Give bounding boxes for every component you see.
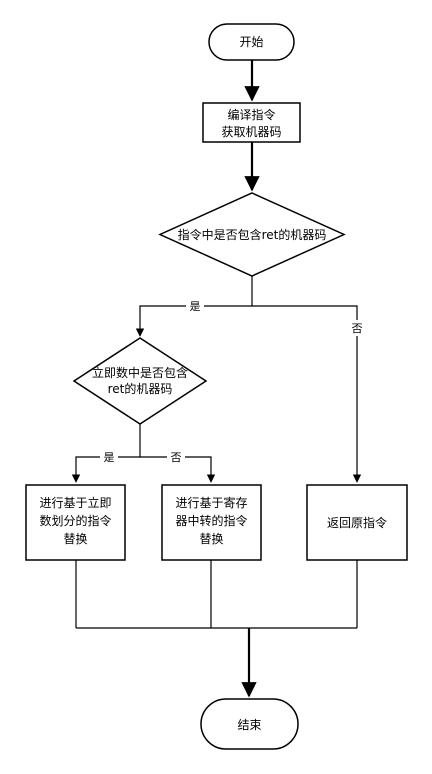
replace-register-node: 进行基于寄存 器中转的指令 替换 <box>161 484 262 561</box>
replace-immediate-process-shape <box>25 484 126 561</box>
decision1-diamond-shape <box>158 192 346 277</box>
end-node: 结束 <box>200 698 299 750</box>
decision2-label-line1: 立即数中是否包含 <box>92 365 188 380</box>
decision2-label-line2: ret的机器码 <box>108 381 173 396</box>
edge-labels: 是 否 是 否 <box>100 298 366 465</box>
edge-label-d2-no: 否 <box>171 451 182 464</box>
replace-immediate-line2: 数划分的指令 <box>39 513 111 528</box>
edge-label-d1-no: 否 <box>352 322 363 335</box>
edge-label-d2-yes: 是 <box>104 451 115 464</box>
compile-node: 编译指令 获取机器码 <box>202 102 301 143</box>
replace-immediate-node: 进行基于立即 数划分的指令 替换 <box>25 484 126 561</box>
edge-label-d1-yes: 是 <box>190 300 201 313</box>
decision2-node: 立即数中是否包含 ret的机器码 <box>72 337 208 425</box>
compile-label-line2: 获取机器码 <box>221 125 281 139</box>
replace-register-line3: 替换 <box>199 532 223 546</box>
return-original-process-shape <box>306 484 408 561</box>
decision1-label: 指令中是否包含ret的机器码 <box>178 227 327 242</box>
decision1-node: 指令中是否包含ret的机器码 <box>158 192 346 277</box>
return-original-node: 返回原指令 <box>306 484 408 561</box>
start-node: 开始 <box>208 23 295 61</box>
replace-register-line2: 器中转的指令 <box>175 513 247 528</box>
replace-register-line1: 进行基于寄存 <box>175 495 247 510</box>
edge-decision2-no <box>140 456 216 483</box>
edge-decision1-no <box>252 305 362 483</box>
start-label: 开始 <box>239 35 263 49</box>
end-terminator-shape <box>200 698 299 750</box>
replace-register-process-shape <box>161 484 262 561</box>
decision2-diamond-shape <box>72 337 208 425</box>
compile-label-line1: 编译指令 <box>227 107 275 122</box>
replace-immediate-line1: 进行基于立即 <box>39 495 111 510</box>
start-terminator-shape <box>208 23 295 61</box>
compile-process-shape <box>202 102 301 143</box>
end-label: 结束 <box>237 718 261 732</box>
replace-immediate-line3: 替换 <box>63 532 87 546</box>
return-original-label: 返回原指令 <box>327 515 387 530</box>
